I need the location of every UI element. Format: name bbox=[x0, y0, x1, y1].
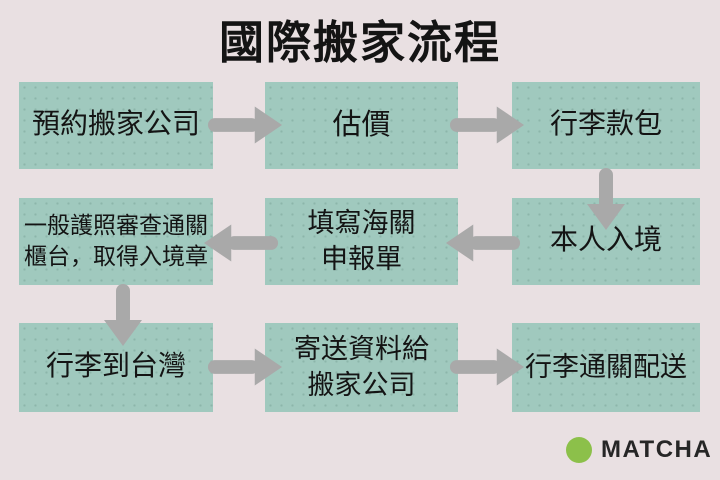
arrow-left-icon bbox=[203, 224, 279, 262]
step-label: 行李通關配送 bbox=[525, 351, 687, 382]
step-luggage-arrives-taiwan: 行李到台灣 bbox=[19, 323, 213, 412]
step-label: 一般護照審查通關 櫃台，取得入境章 bbox=[24, 213, 208, 269]
step-label: 行李款包 bbox=[549, 109, 662, 141]
step-passport-inspection-counter: 一般護照審查通關 櫃台，取得入境章 bbox=[19, 198, 213, 285]
step-pack-luggage: 行李款包 bbox=[512, 82, 700, 169]
step-label: 預約搬家公司 bbox=[31, 109, 200, 141]
page-title: 國際搬家流程 bbox=[218, 17, 501, 68]
step-label: 填寫海關 申報單 bbox=[307, 207, 416, 274]
step-label: 寄送資料給 搬家公司 bbox=[294, 333, 429, 400]
step-book-moving-company: 預約搬家公司 bbox=[19, 82, 213, 169]
matcha-logo: MATCHA bbox=[566, 436, 712, 464]
arrow-left-icon bbox=[445, 224, 521, 262]
step-label: 估價 bbox=[332, 109, 391, 142]
arrow-right-icon bbox=[449, 348, 525, 386]
step-estimate: 估價 bbox=[265, 82, 458, 169]
arrow-down-icon bbox=[587, 168, 625, 230]
matcha-logo-text: MATCHA bbox=[601, 436, 713, 463]
step-luggage-customs-delivery: 行李通關配送 bbox=[512, 323, 700, 412]
arrow-right-icon bbox=[449, 106, 525, 144]
step-label: 行李到台灣 bbox=[45, 351, 186, 383]
matcha-circle-icon bbox=[566, 437, 592, 463]
step-label: 本人入境 bbox=[549, 225, 662, 257]
step-customs-declaration-form: 填寫海關 申報單 bbox=[265, 198, 458, 285]
step-send-documents-to-mover: 寄送資料給 搬家公司 bbox=[265, 323, 458, 412]
arrow-down-icon bbox=[104, 284, 142, 346]
arrow-right-icon bbox=[207, 348, 283, 386]
arrow-right-icon bbox=[207, 106, 283, 144]
